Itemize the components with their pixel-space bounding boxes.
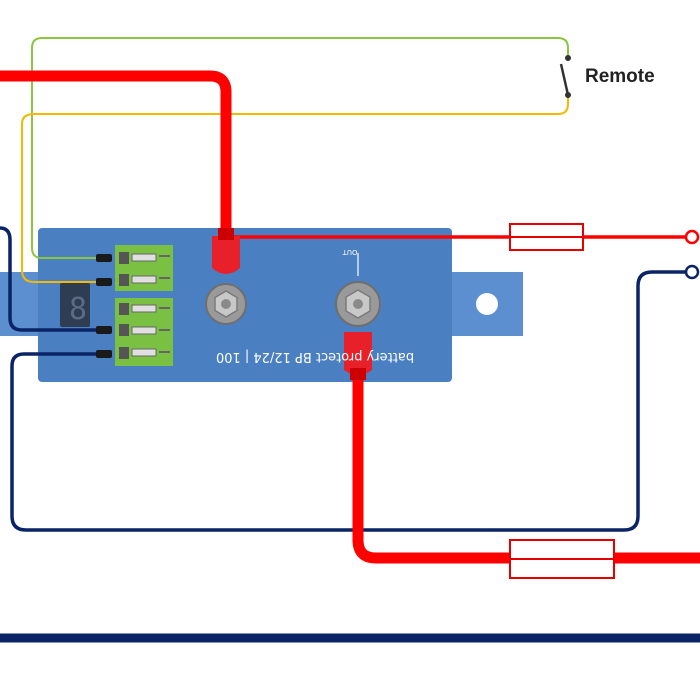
remote-label: Remote bbox=[585, 66, 655, 87]
positive-wire-output bbox=[352, 370, 700, 564]
load-positive-terminal[interactable] bbox=[684, 229, 700, 245]
terminal-block-lower bbox=[115, 298, 173, 366]
output-cable-lug bbox=[344, 332, 372, 380]
remote-wire-green bbox=[31, 37, 569, 259]
display-digit: 8 bbox=[69, 292, 87, 327]
out-label: OUT bbox=[342, 248, 358, 256]
remote-switch-lever bbox=[559, 63, 570, 96]
remote-switch[interactable] bbox=[559, 55, 571, 98]
negative-wire-main bbox=[10, 270, 686, 532]
load-negative-terminal[interactable] bbox=[684, 264, 700, 280]
seven-segment-display bbox=[60, 283, 90, 327]
terminal-block-upper bbox=[115, 245, 173, 291]
remote-switch-top-contact bbox=[565, 55, 571, 61]
negative-wire-left-loop bbox=[0, 226, 100, 332]
input-stud bbox=[205, 283, 247, 325]
ferrule-yellow-wire bbox=[96, 278, 112, 286]
output-stud bbox=[335, 281, 381, 327]
ferrule-green-wire bbox=[96, 254, 112, 262]
remote-wire-yellow bbox=[21, 97, 569, 283]
input-cable-lug bbox=[212, 228, 240, 274]
model-label: battery protect BP 12/24 | 100 bbox=[216, 349, 414, 364]
positive-wire-input bbox=[0, 70, 232, 240]
mount-hole-right bbox=[476, 293, 498, 315]
ferrule-negative-main bbox=[96, 350, 112, 358]
ferrule-negative-loop bbox=[96, 326, 112, 334]
